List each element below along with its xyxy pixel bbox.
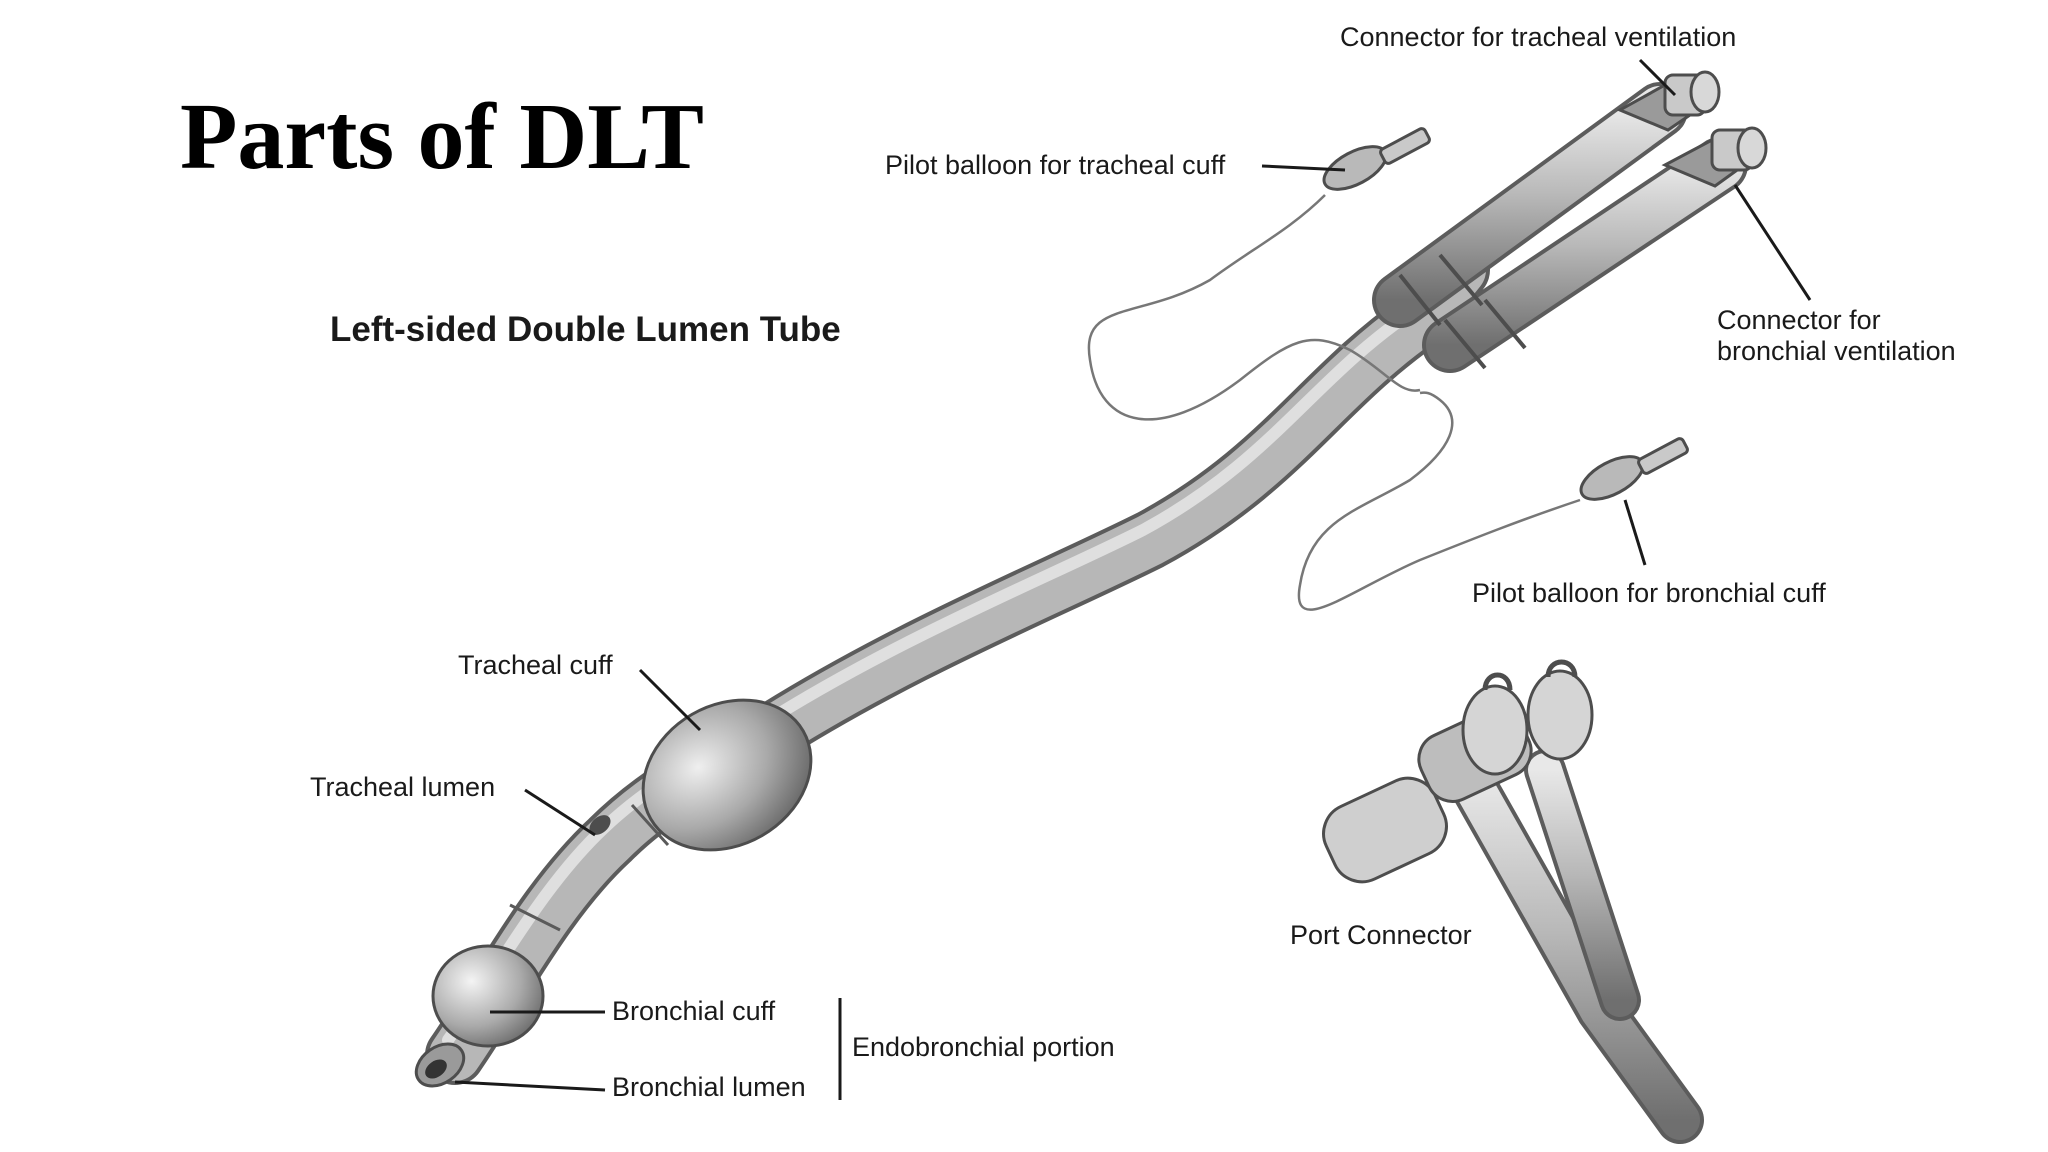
label-pilot-bronchial: Pilot balloon for bronchial cuff xyxy=(1472,578,1826,608)
label-connector-bronchial-line2: bronchial ventilation xyxy=(1717,336,1956,367)
tracheal-connector xyxy=(1616,70,1721,132)
tracheal-pilot-line xyxy=(1087,194,1421,421)
bronchial-cuff-shape xyxy=(431,944,545,1048)
bronchial-lumen-tip xyxy=(414,1042,466,1088)
label-endobronchial-portion: Endobronchial portion xyxy=(852,1032,1115,1062)
tracheal-pilot-balloon xyxy=(1322,127,1431,191)
upper-lumens xyxy=(1372,70,1768,373)
port-connector-illustration xyxy=(1322,659,1704,1144)
label-tracheal-cuff: Tracheal cuff xyxy=(458,650,613,680)
label-connector-bronchial: Connector for bronchial ventilation xyxy=(1717,305,1956,367)
tracheal-cuff-shape xyxy=(641,698,813,852)
label-bronchial-lumen: Bronchial lumen xyxy=(612,1072,806,1102)
leader-lines xyxy=(454,58,1812,1100)
label-connector-bronchial-line1: Connector for xyxy=(1717,305,1881,335)
label-tracheal-lumen: Tracheal lumen xyxy=(310,772,496,802)
diagram-subtitle: Left-sided Double Lumen Tube xyxy=(330,310,841,349)
bronchial-connector xyxy=(1661,126,1768,188)
slide-title: Parts of DLT xyxy=(180,85,704,189)
bronchial-pilot-balloon xyxy=(1579,437,1689,501)
main-tube xyxy=(425,240,1490,1085)
label-connector-tracheal: Connector for tracheal ventilation xyxy=(1340,22,1737,52)
label-pilot-tracheal: Pilot balloon for tracheal cuff xyxy=(885,150,1226,180)
label-port-connector: Port Connector xyxy=(1290,920,1472,950)
bronchial-pilot-line xyxy=(1297,391,1581,611)
label-bronchial-cuff: Bronchial cuff xyxy=(612,996,776,1026)
